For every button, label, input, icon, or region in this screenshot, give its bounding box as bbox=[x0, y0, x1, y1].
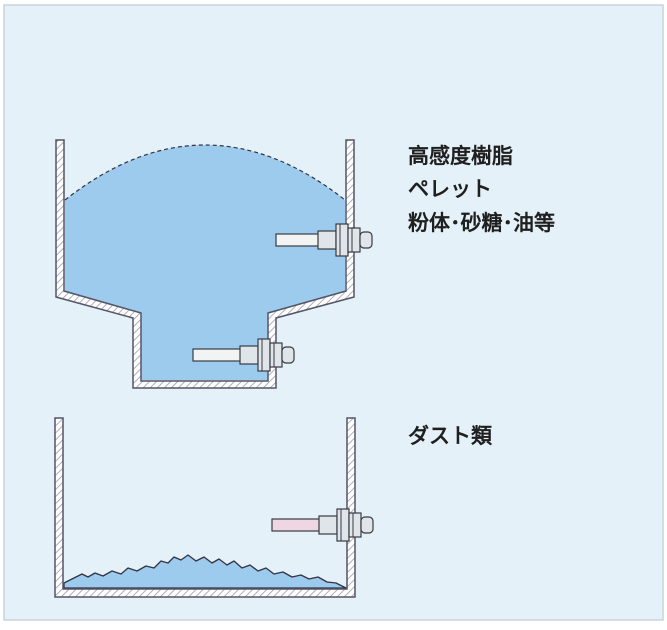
upper-material-surface bbox=[64, 144, 346, 201]
upper-tank-wall bbox=[55, 139, 355, 389]
label-high-sensitivity-resin: 高感度樹脂 bbox=[408, 144, 513, 168]
upper-material-fill bbox=[65, 145, 345, 380]
level-sensor-icon bbox=[271, 508, 374, 542]
label-pellet: ペレット bbox=[408, 177, 492, 201]
level-sensor-icon bbox=[275, 223, 373, 257]
lower-tank-wall bbox=[54, 417, 356, 598]
dust-pile bbox=[63, 554, 347, 589]
level-sensor-icon bbox=[192, 338, 295, 372]
label-dust: ダスト類 bbox=[408, 424, 492, 448]
label-powder-sugar-oil: 粉体･砂糖･油等 bbox=[408, 211, 555, 235]
